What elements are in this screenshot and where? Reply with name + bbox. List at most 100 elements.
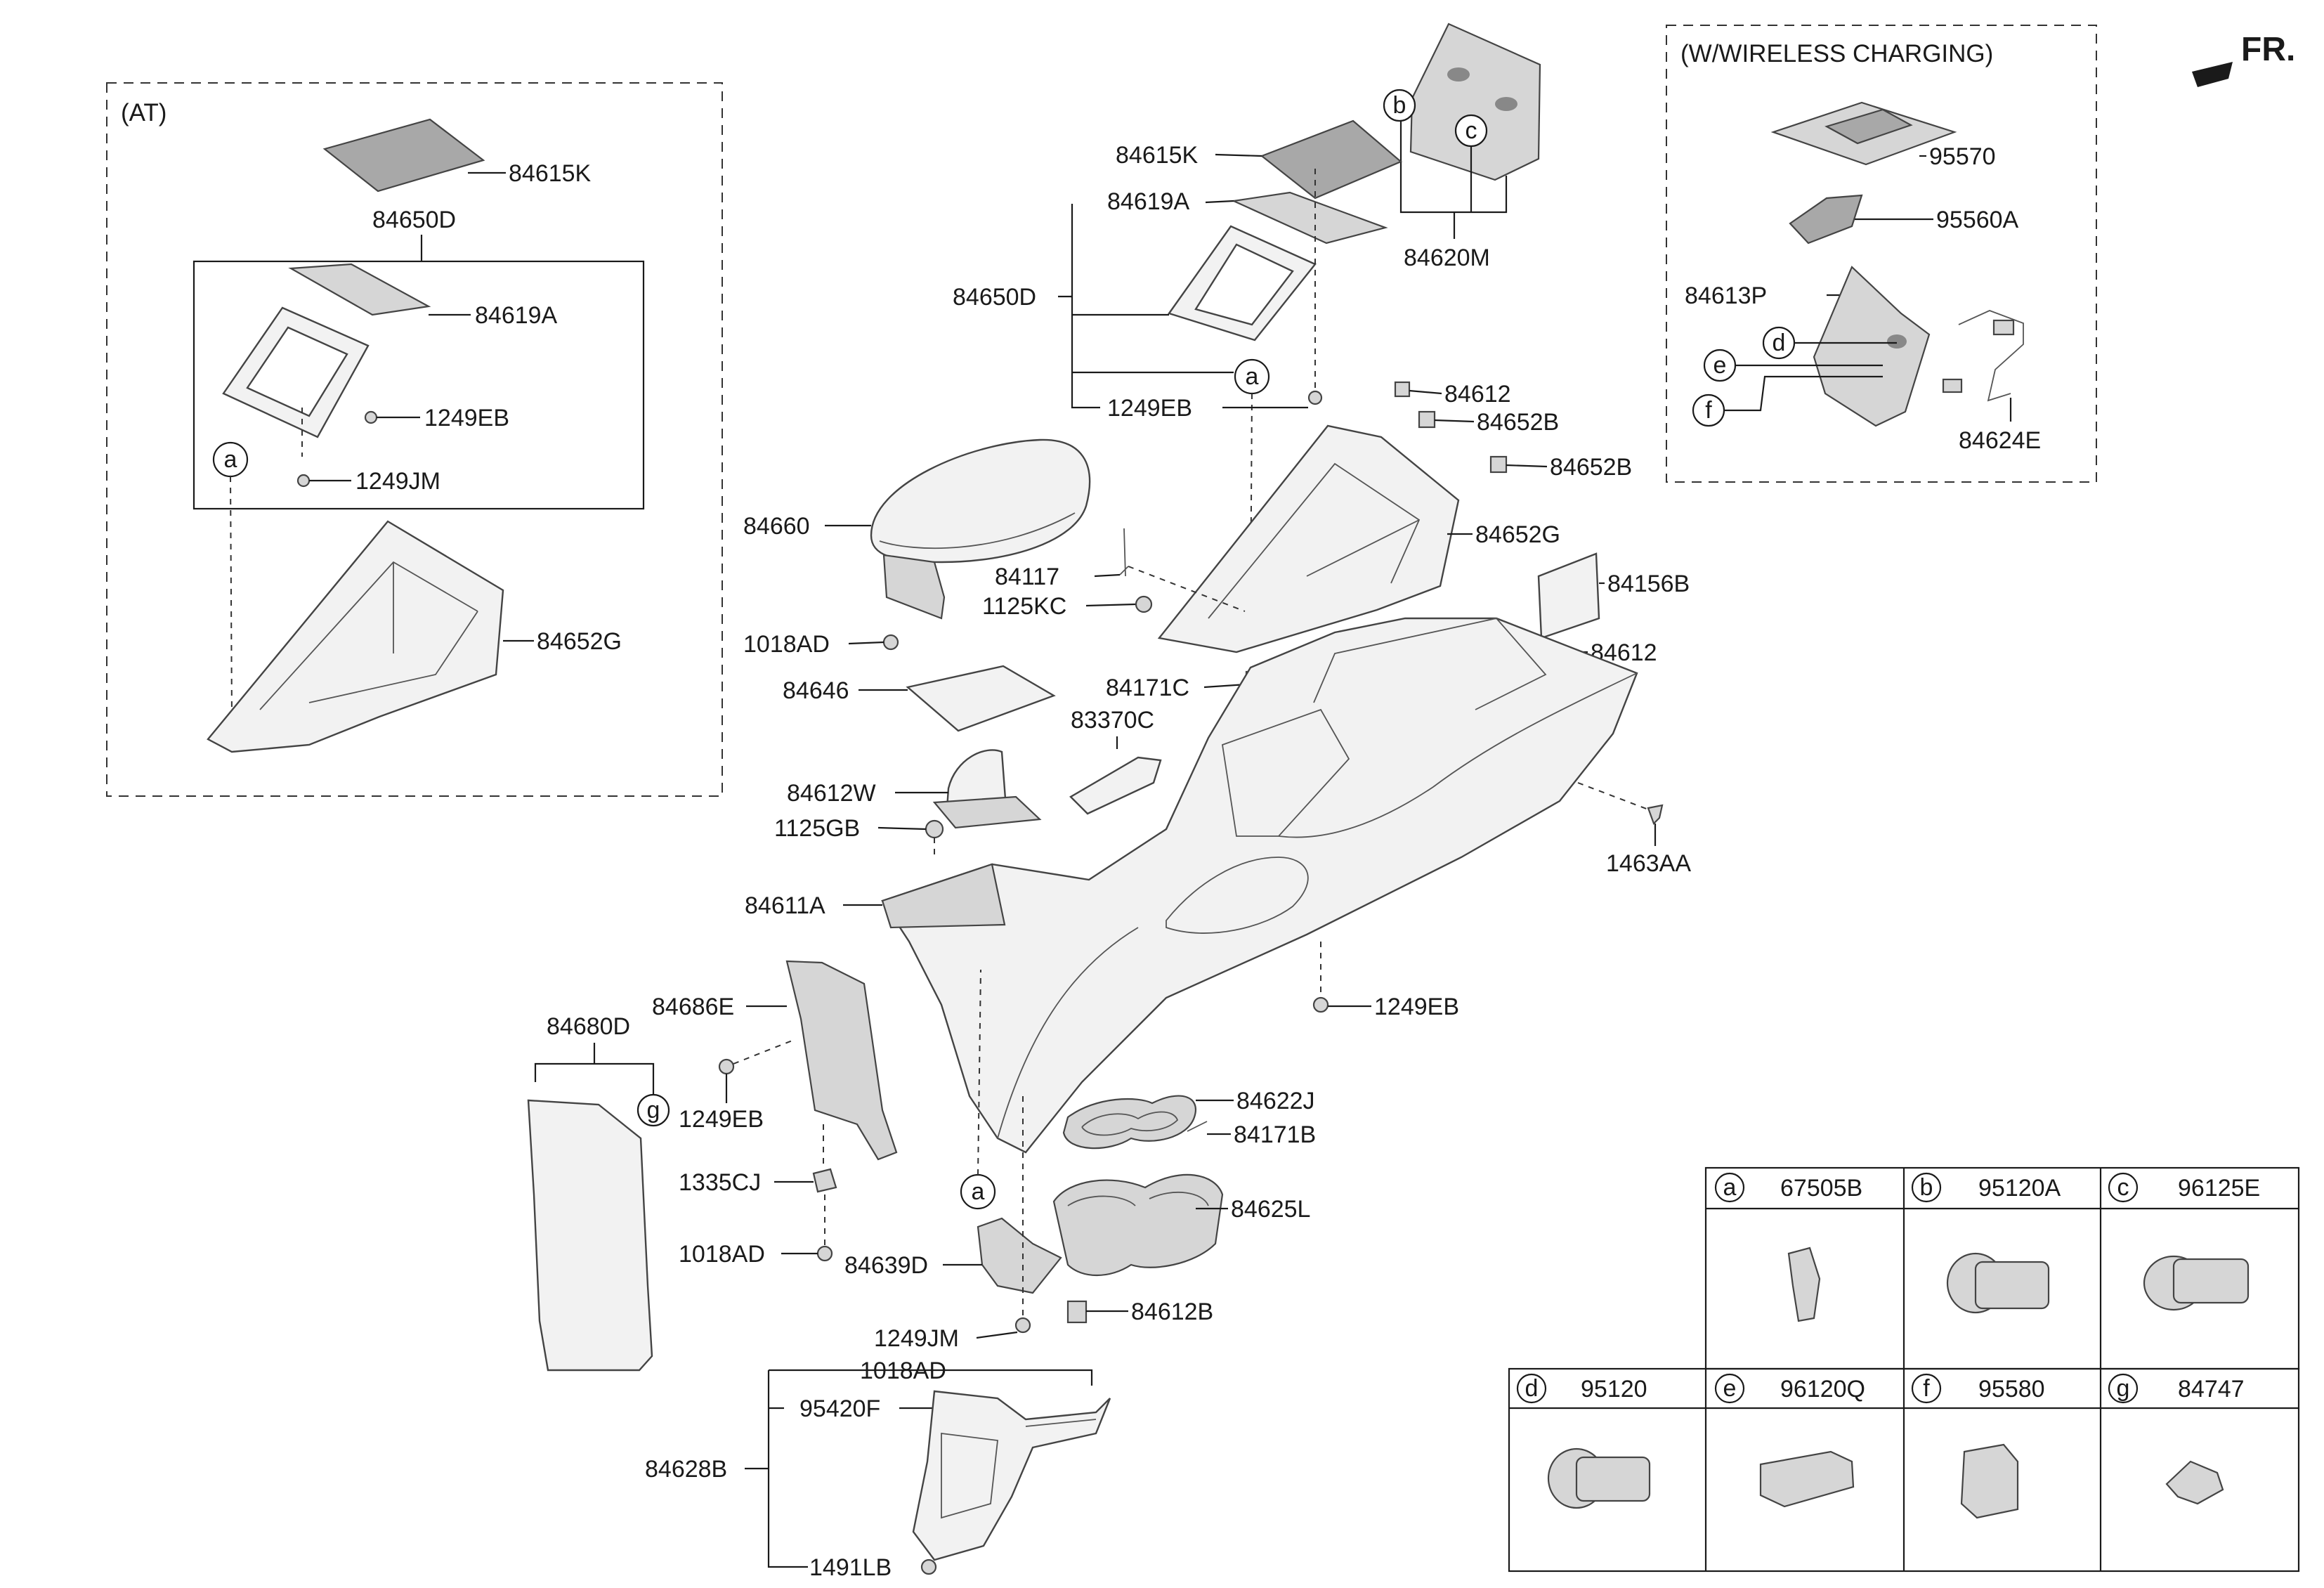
- legend-letter-a: a: [1723, 1174, 1737, 1201]
- cupholder-recess: [1166, 857, 1309, 934]
- at-tray-84652g: [207, 520, 504, 753]
- screw-1249eb-low: [718, 1058, 735, 1075]
- label-84171b: 84171B: [1234, 1121, 1316, 1148]
- at-pad-84615k: [322, 118, 485, 193]
- svg-text:e: e: [1713, 352, 1727, 379]
- label-1249jm: 1249JM: [874, 1325, 959, 1352]
- bolt-1125gb: [925, 819, 944, 839]
- bracket-84628b: [912, 1390, 1111, 1561]
- legend-cell-e: e 96120Q: [1714, 1373, 1865, 1508]
- callout-b: [1383, 89, 1416, 122]
- at-label-84652g: 84652G: [537, 628, 622, 655]
- pad-84615k: [1260, 119, 1403, 200]
- label-95560a: 95560A: [1936, 207, 2019, 233]
- at-box-title: (AT): [121, 99, 167, 126]
- label-84628b: 84628B: [645, 1456, 727, 1483]
- legend-part-c: 96125E: [2178, 1175, 2260, 1202]
- screw-1018ad-low: [816, 1245, 833, 1262]
- plate-84156b: [1537, 552, 1600, 639]
- pin-84117: [1119, 528, 1129, 577]
- label-84615k: 84615K: [1116, 142, 1199, 169]
- floor-console-84611a: [881, 617, 1638, 1154]
- screw-1249eb-top: [1307, 390, 1323, 405]
- label-95570: 95570: [1929, 143, 1996, 170]
- harness-84624e: [1958, 310, 2024, 402]
- at-box: (AT) 84615K 84650D 84619A 1249EB 1249JM …: [106, 82, 723, 797]
- svg-text:g: g: [647, 1097, 660, 1124]
- label-1249eb-mid: 1249EB: [1374, 994, 1459, 1020]
- svg-text:f: f: [1705, 397, 1712, 424]
- at-label-84619a: 84619A: [475, 302, 558, 329]
- clip-84747-icon: [2165, 1460, 2224, 1505]
- screw-1018ad-top: [882, 634, 899, 651]
- console-top-opening: [881, 863, 1006, 929]
- switch-panel-84612w: [946, 749, 1007, 809]
- nut-1335cj: [812, 1168, 837, 1193]
- label-1463aa: 1463AA: [1606, 850, 1691, 877]
- legend-letter-d: d: [1525, 1375, 1539, 1402]
- at-cover-84619a: [288, 263, 431, 316]
- storage-bin: [1221, 708, 1350, 837]
- legend-letter-b: b: [1920, 1174, 1933, 1201]
- label-84625l: 84625L: [1231, 1196, 1310, 1223]
- bracket-84686e: [785, 960, 898, 1161]
- label-84611a: 84611A: [745, 892, 825, 919]
- at-screw-1249jm: [296, 474, 311, 488]
- legend-letter-g: g: [2117, 1375, 2130, 1402]
- legend-part-e: 96120Q: [1780, 1376, 1865, 1402]
- legend-part-a: 67505B: [1780, 1175, 1862, 1202]
- legend-cell-d: d 95120: [1516, 1373, 1651, 1509]
- label-84619a: 84619A: [1107, 188, 1190, 215]
- label-84171c: 84171C: [1106, 675, 1189, 701]
- legend-letter-c: c: [2117, 1174, 2129, 1201]
- label-84622j: 84622J: [1236, 1088, 1315, 1114]
- clip-1463aa: [1647, 804, 1664, 825]
- legend-cell-c: c 96125E: [2108, 1172, 2260, 1311]
- label-84612-top: 84612: [1444, 381, 1511, 408]
- armrest-lid-84660: [870, 438, 1091, 564]
- clip-84612-top: [1394, 381, 1411, 398]
- label-84652b-2: 84652B: [1550, 454, 1632, 481]
- legend-part-b: 95120A: [1978, 1175, 2061, 1202]
- side-panel-84680d: [527, 1099, 653, 1372]
- legend-table: a 67505B b 95120A c 96125E d 95120: [1508, 1166, 2300, 1573]
- bracket-84620m: [1409, 22, 1541, 181]
- label-84680d: 84680D: [547, 1013, 630, 1040]
- label-1018ad-top: 1018AD: [743, 631, 830, 658]
- label-84646: 84646: [783, 677, 849, 704]
- label-1018ad-bot: 1018AD: [860, 1358, 946, 1384]
- wireless-box-title: (W/WIRELESS CHARGING): [1680, 40, 1993, 67]
- label-84620m: 84620M: [1404, 245, 1490, 271]
- at-label-1249jm: 1249JM: [355, 468, 440, 495]
- at-subassembly-box: [192, 260, 645, 510]
- charger-pad-95560a: [1789, 194, 1863, 245]
- label-1335cj: 1335CJ: [679, 1169, 761, 1196]
- bracket-84639d: [977, 1217, 1062, 1294]
- bracket-84613p: [1813, 266, 1931, 427]
- clip-84652b-2: [1489, 455, 1508, 474]
- cupholder-84625l: [1052, 1173, 1224, 1276]
- at-label-1249eb: 1249EB: [424, 405, 509, 431]
- clip-67505b-icon: [1787, 1247, 1821, 1322]
- svg-text:b: b: [1393, 92, 1406, 119]
- shift-bezel: [1168, 225, 1317, 341]
- screw-1249eb-mid: [1312, 996, 1329, 1013]
- label-1491lb: 1491LB: [809, 1554, 892, 1581]
- label-83370c: 83370C: [1071, 707, 1154, 734]
- label-84639d: 84639D: [844, 1252, 928, 1279]
- label-84117: 84117: [995, 564, 1059, 590]
- upper-center-parts: b c 84620M 84615K 84619A 84650D a 1249EB: [743, 22, 1690, 859]
- pad-84171b: [1187, 1121, 1208, 1132]
- callout-g: [637, 1093, 670, 1127]
- label-84686e: 84686E: [652, 994, 734, 1020]
- label-1249eb-low: 1249EB: [679, 1106, 764, 1133]
- legend-letter-f: f: [1923, 1375, 1930, 1402]
- label-84612b: 84612B: [1131, 1299, 1213, 1325]
- label-84612w: 84612W: [787, 780, 876, 807]
- trim-83370c: [1069, 756, 1162, 815]
- armrest-hinge: [882, 554, 946, 620]
- tray-84652g: [1157, 424, 1460, 653]
- label-1125kc: 1125KC: [982, 593, 1066, 620]
- legend-cell-b: b 95120A: [1911, 1172, 2061, 1314]
